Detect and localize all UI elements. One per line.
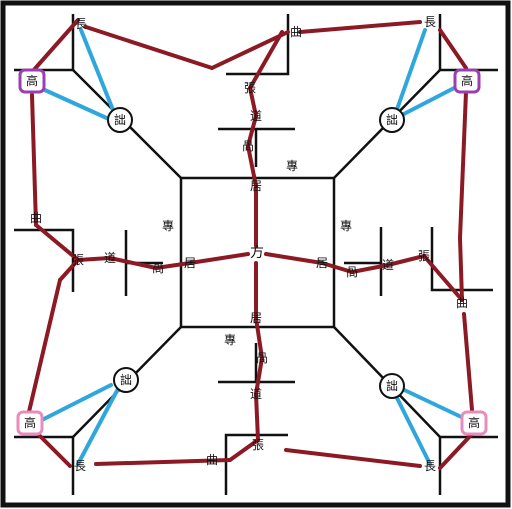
gao-box-top-left: [18, 68, 46, 94]
red-link: [462, 312, 474, 412]
label-center: 方: [250, 245, 264, 261]
red-link: [76, 256, 112, 262]
red-link: [254, 356, 264, 396]
red-link: [34, 223, 80, 262]
blue-link: [76, 383, 122, 466]
gao-box-bottom-left: [16, 410, 44, 436]
red-link: [34, 430, 72, 468]
zha-badge-top-right: [379, 107, 405, 133]
label-zhuan-top: 專: [286, 159, 298, 173]
label-gao-top-right: 高: [461, 73, 473, 88]
blue-link: [396, 84, 460, 119]
l-mark-right: [430, 227, 493, 292]
label-zha-top-left: 詘: [114, 112, 126, 127]
label-jiong-right: 咼: [346, 265, 358, 279]
label-qu-bottom: 曲: [206, 453, 218, 467]
label-ju-top: 居: [250, 179, 262, 193]
red-link: [94, 458, 232, 466]
label-zhuan-bottom: 專: [224, 333, 236, 347]
label-zhang-top: 張: [244, 81, 256, 95]
red-link: [210, 30, 290, 70]
red-link: [228, 438, 260, 462]
red-link: [246, 144, 258, 188]
red-path: [26, 18, 474, 470]
label-chang-bottom-left: 長: [74, 459, 86, 473]
zha-badge-bottom-left: [113, 367, 139, 393]
label-zhang-left: 張: [72, 253, 84, 267]
red-link: [320, 261, 354, 274]
red-link: [284, 448, 422, 468]
label-chang-top-right: 長: [424, 15, 436, 29]
label-dao-top: 道: [250, 109, 262, 123]
corner-mark-bottom-left: [14, 435, 75, 495]
corner-mark-bottom-right: [438, 435, 498, 495]
label-qu-top: 曲: [290, 25, 302, 39]
label-zha-top-right: 詘: [386, 112, 398, 127]
red-link: [30, 93, 38, 227]
red-link: [254, 392, 260, 442]
red-link: [458, 90, 468, 240]
red-link: [58, 258, 80, 282]
label-qu-left: 曲: [30, 211, 42, 225]
label-chang-bottom-right: 長: [424, 459, 436, 473]
label-ju-bottom: 居: [250, 311, 262, 325]
label-qu-right: 曲: [456, 296, 468, 310]
zha-badges: [107, 107, 405, 399]
label-zhang-right: 張: [418, 249, 430, 263]
label-jiong-left: 咼: [152, 261, 164, 275]
label-zha-bottom-right: 詘: [386, 378, 398, 393]
l-mark-bottom: [224, 433, 288, 495]
gao-box-bottom-right: [460, 410, 488, 436]
label-gao-bottom-left: 高: [24, 415, 36, 430]
red-link: [26, 278, 62, 418]
red-link: [298, 20, 422, 34]
gao-boxes: [16, 68, 488, 436]
label-dao-bottom: 道: [250, 387, 262, 401]
blue-link: [34, 84, 113, 122]
gao-box-top-right: [453, 68, 481, 94]
label-zhuan-right: 專: [340, 219, 352, 233]
red-link: [350, 263, 390, 274]
blue-link: [393, 28, 427, 117]
red-link: [386, 254, 426, 267]
board-labels: 方 居 居 居 居 專 專 專 專 道 道 道 道 咼 咼 咼 咼 張 張 張 …: [24, 15, 480, 473]
red-link: [264, 252, 324, 265]
red-link: [108, 256, 158, 270]
blue-link: [79, 28, 117, 117]
blue-link: [391, 388, 432, 466]
red-link: [458, 236, 464, 302]
red-link: [30, 18, 80, 74]
red-link: [438, 28, 468, 70]
label-gao-bottom-right: 高: [468, 415, 480, 430]
red-link: [254, 316, 264, 360]
label-dao-left: 道: [104, 251, 116, 265]
label-jiong-bottom: 咼: [256, 351, 268, 365]
red-link: [422, 254, 464, 302]
l-mark-left: [14, 228, 75, 292]
red-link: [84, 25, 214, 70]
red-link: [248, 30, 284, 90]
label-zha-bottom-left: 詘: [120, 372, 132, 387]
label-ju-left: 居: [184, 256, 196, 270]
label-jiong-top: 咼: [242, 139, 254, 153]
label-gao-top-left: 高: [26, 73, 38, 88]
red-link: [246, 114, 258, 148]
red-link: [438, 432, 474, 470]
label-ju-right: 居: [316, 256, 328, 270]
red-link: [188, 252, 250, 265]
zha-badge-bottom-right: [379, 373, 405, 399]
blue-link: [34, 383, 113, 425]
label-chang-top-left: 長: [75, 17, 87, 31]
label-zhang-bottom: 張: [252, 438, 264, 452]
zha-badge-top-left: [107, 107, 133, 133]
label-dao-right: 道: [382, 258, 394, 272]
red-link: [154, 261, 192, 270]
red-link: [248, 86, 258, 118]
label-zhuan-left: 專: [162, 219, 174, 233]
l-mark-top: [226, 14, 290, 76]
